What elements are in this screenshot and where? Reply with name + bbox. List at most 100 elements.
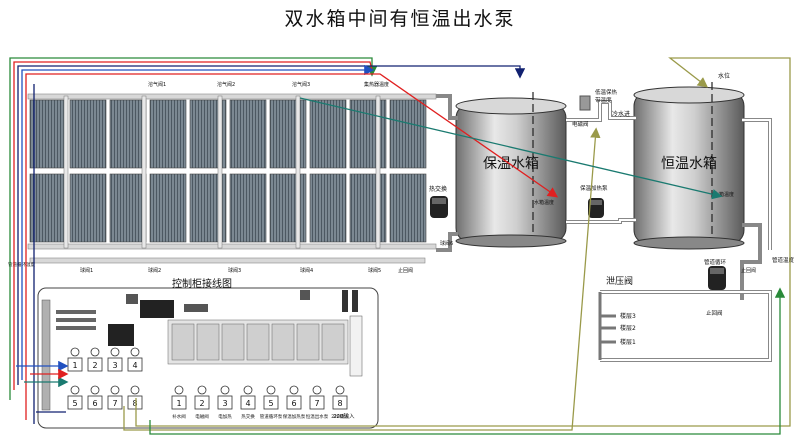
terminal-screw bbox=[110, 347, 120, 357]
terminal-screw bbox=[197, 385, 207, 395]
terminal-box bbox=[127, 395, 143, 410]
terminal-caption: 热交换 bbox=[241, 413, 255, 420]
floor2-label: 楼层2 bbox=[620, 324, 636, 332]
relay bbox=[196, 323, 220, 361]
terminal-number: 8 bbox=[132, 399, 137, 408]
terminal-caption: 补水阀 bbox=[172, 413, 186, 420]
terminal-number: 6 bbox=[291, 399, 296, 408]
solar-panel-top bbox=[109, 99, 147, 169]
pipe-circulation-pump bbox=[708, 266, 726, 290]
solar-panel-bottom bbox=[69, 173, 107, 243]
pipe-circ-label: 管道循环 bbox=[704, 258, 727, 266]
terminal-number: 7 bbox=[314, 399, 319, 408]
terminal-number: 3 bbox=[112, 361, 117, 370]
terminal-screw bbox=[243, 385, 253, 395]
insulation-heat-pump bbox=[588, 198, 604, 218]
constant-tank-label: 恒温水箱 bbox=[661, 156, 717, 172]
terminal-box bbox=[107, 357, 123, 372]
ball3-label: 球阀3 bbox=[228, 267, 241, 274]
solar-panel-bottom bbox=[349, 173, 387, 243]
terminal-screw bbox=[70, 385, 80, 395]
relay bbox=[271, 323, 295, 361]
ball2-label: 球阀2 bbox=[148, 267, 161, 274]
ball4-label: 球阀4 bbox=[300, 267, 313, 274]
terminal-number: 6 bbox=[92, 399, 97, 408]
terminal-box bbox=[217, 395, 233, 410]
vent2-label: 溶气阀2 bbox=[217, 81, 235, 88]
terminal-box bbox=[127, 357, 143, 372]
solar-panel-top bbox=[149, 99, 187, 169]
panel-riser bbox=[63, 95, 69, 249]
terminal-box bbox=[263, 395, 279, 410]
pump-heat-label: 保温加热泵 bbox=[580, 184, 608, 192]
terminal-screw bbox=[335, 385, 345, 395]
terminal-box bbox=[67, 395, 83, 410]
ball-valve6-label: 球阀6 bbox=[440, 240, 453, 247]
panel-riser bbox=[375, 95, 381, 249]
tank-temp2-label: 水箱温度 bbox=[714, 191, 734, 198]
terminal-number: 2 bbox=[199, 399, 204, 408]
relay bbox=[171, 323, 195, 361]
insulated-tank-label: 保温水箱 bbox=[483, 156, 539, 172]
cold-in-label: 冷水进 bbox=[612, 110, 630, 118]
terminal-caption: 保温加热泵 bbox=[283, 413, 306, 420]
terminal-screw bbox=[289, 385, 299, 395]
vent1-label: 溶气阀1 bbox=[148, 81, 166, 88]
pipe-temp-label: 管道温度 bbox=[772, 256, 795, 264]
terminal-caption: 管道循环泵 bbox=[260, 413, 283, 420]
wiring-diagram-title: 控制柜接线图 bbox=[172, 277, 232, 290]
terminal-box bbox=[240, 395, 256, 410]
terminal-box bbox=[87, 395, 103, 410]
diagram-title: 双水箱中间有恒温出水泵 bbox=[284, 8, 516, 30]
ball1-label: 球阀1 bbox=[80, 267, 93, 274]
terminal-screw bbox=[266, 385, 276, 395]
low-temp-label: 低温保热 bbox=[595, 88, 618, 96]
panel-connectors bbox=[63, 95, 381, 249]
panel-riser bbox=[295, 95, 301, 249]
relay bbox=[296, 323, 320, 361]
terminal-screw bbox=[174, 385, 184, 395]
signal-lines bbox=[9, 57, 791, 435]
solar-panel-bottom bbox=[309, 173, 347, 243]
terminal-screw bbox=[90, 385, 100, 395]
solar-collector-array bbox=[27, 93, 437, 264]
panel-riser bbox=[141, 95, 147, 249]
terminal-box bbox=[286, 395, 302, 410]
vent3-label: 溶气阀3 bbox=[292, 81, 310, 88]
constant-temp-tank bbox=[633, 82, 745, 250]
terminal-box bbox=[309, 395, 325, 410]
solenoid-label: 电磁阀 bbox=[572, 120, 589, 128]
terminal-screw bbox=[70, 347, 80, 357]
relay bbox=[246, 323, 270, 361]
terminal-number: 8 bbox=[337, 399, 342, 408]
relay bbox=[321, 323, 345, 361]
solar-panel-top bbox=[269, 99, 307, 169]
terminal-screw bbox=[130, 347, 140, 357]
set-temp-label: 带温度 bbox=[595, 96, 612, 104]
solar-panel-top bbox=[349, 99, 387, 169]
floor3-label: 楼层3 bbox=[620, 312, 636, 320]
solar-panel-top bbox=[29, 99, 67, 169]
solar-panel-top bbox=[229, 99, 267, 169]
return-pipe bbox=[29, 257, 426, 264]
solenoid-valve bbox=[579, 95, 591, 111]
terminal-number: 5 bbox=[268, 399, 273, 408]
terminal-number: 2 bbox=[92, 361, 97, 370]
relay bbox=[221, 323, 245, 361]
terminal-box bbox=[194, 395, 210, 410]
solar-panel-bottom bbox=[109, 173, 147, 243]
terminal-number: 1 bbox=[72, 361, 77, 370]
terminal-number: 4 bbox=[132, 361, 137, 370]
terminal-screw bbox=[110, 385, 120, 395]
tank-temp-label: 水箱温度 bbox=[534, 199, 554, 206]
terminal-number: 7 bbox=[112, 399, 117, 408]
floor1-label: 楼层1 bbox=[620, 338, 636, 346]
terminal-block-left-top: 1 2 3 4 bbox=[67, 347, 143, 372]
water-level-label: 水位 bbox=[718, 72, 730, 80]
terminal-number: 4 bbox=[245, 399, 250, 408]
solar-panel-top bbox=[69, 99, 107, 169]
